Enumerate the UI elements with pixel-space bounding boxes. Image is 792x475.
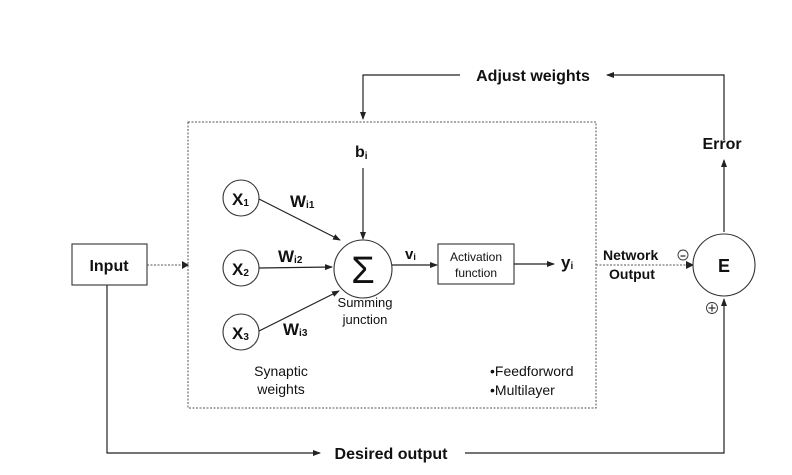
svg-text:X3: X3 [232,324,249,343]
summing-junction: Σ Summing junction [333,239,393,327]
bias-label: bi [355,144,368,162]
adjust-weights-loop: Adjust weights [360,68,725,140]
weight-arrow-2 [258,264,333,271]
summing-label-2: junction [342,312,388,327]
adjust-weights-arrow-right [606,72,725,140]
svg-text:function: function [455,266,497,280]
network-output-label-1: Network [603,247,658,263]
svg-text:X2: X2 [232,260,249,279]
minus-sign-icon [677,249,689,261]
svg-text:Input: Input [89,258,129,275]
adjust-weights-arrow-left [360,74,460,120]
error-node-circle [692,233,756,297]
v-label: vi [405,246,416,263]
error-label: Error [702,136,741,153]
note-feedforward: •Feedforword [490,363,574,379]
plus-sign-icon [706,302,718,314]
network-output-label-2: Output [609,266,655,282]
desired-output-arrow-right [465,298,727,454]
weight-label-2: Wi2 [278,247,303,266]
synaptic-label-1: Synaptic [254,363,308,379]
adjust-weights-label: Adjust weights [476,68,590,85]
weight-arrow-1 [258,198,341,241]
input-box: Input [71,243,148,286]
activation-function-box: Activation function [437,243,515,285]
error-node: E [692,233,756,297]
summing-label-1: Summing [338,295,393,310]
svg-text:E: E [718,256,730,276]
weight-label-1: Wi1 [290,192,315,211]
summing-circle [333,239,393,299]
input-node-2: X2 [222,249,260,287]
weight-arrow-3 [258,290,340,332]
input-node-3: X3 [222,313,260,351]
svg-text:X1: X1 [232,190,249,209]
note-multilayer: •Multilayer [490,382,555,398]
desired-output-arrow-left [106,285,321,456]
input-node-circle [222,313,260,351]
y-label: yi [561,253,573,272]
input-node-circle [222,179,260,217]
weight-label-3: Wi3 [283,320,308,339]
sigma-icon: Σ [351,250,375,292]
input-node-1: X1 [222,179,260,217]
synaptic-label-2: weights [256,381,304,397]
svg-text:Activation: Activation [450,250,502,264]
desired-output-label: Desired output [335,446,449,463]
